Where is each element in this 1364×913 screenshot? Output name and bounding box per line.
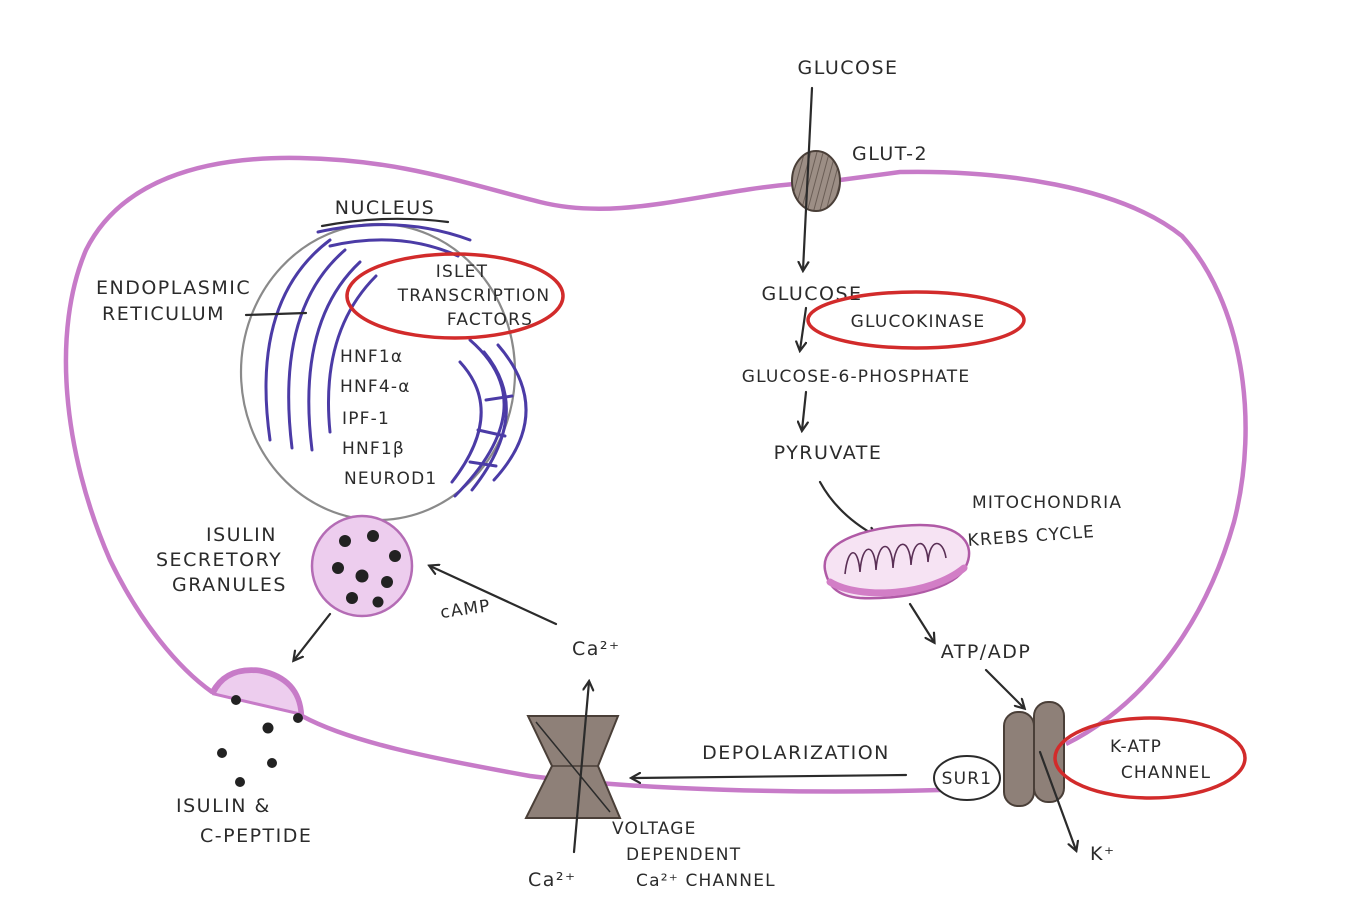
depolarization-label: DEPOLARIZATION xyxy=(702,742,890,764)
katp-highlight xyxy=(1055,718,1245,798)
granules-label-line3: GRANULES xyxy=(172,574,287,596)
katp-label-line2: CHANNEL xyxy=(1121,763,1211,783)
er-label-line1: ENDOPLASMIC xyxy=(96,277,251,299)
pyruvate-to-mito-arrow xyxy=(820,482,876,536)
voltage-dependent-calcium-channel xyxy=(526,716,620,818)
calcium-outside-label: Ca²⁺ xyxy=(528,869,577,891)
release-label-line2: C-PEPTIDE xyxy=(200,825,312,847)
glucose-to-g6p-arrow xyxy=(800,308,806,350)
er-label-line2: RETICULUM xyxy=(102,303,225,325)
released-granule-dot xyxy=(235,777,245,787)
er-membrane xyxy=(318,225,470,240)
release-label-line1: ISULIN & xyxy=(176,795,271,817)
atp-to-katp-arrow xyxy=(986,670,1024,708)
granule-dot xyxy=(389,550,401,562)
granule-dot xyxy=(356,570,369,583)
glut2-label: GLUT-2 xyxy=(852,143,928,165)
pyruvate-label: PYRUVATE xyxy=(774,442,883,464)
atp-adp-label: ATP/ADP xyxy=(941,641,1032,663)
released-granule-dot xyxy=(231,695,241,705)
granule-dot xyxy=(373,597,384,608)
er-membrane xyxy=(266,240,330,440)
er-pointer-line xyxy=(246,313,306,315)
released-granule-dot xyxy=(217,748,227,758)
granule-dot xyxy=(381,576,393,588)
exocytosis-vesicle xyxy=(214,671,300,714)
glucose-inside-label: GLUCOSE xyxy=(761,283,862,305)
granule-dot xyxy=(346,592,358,604)
vdcc-label-line1: VOLTAGE xyxy=(612,819,697,839)
camp-label: cAMP xyxy=(439,596,492,623)
tf-item: HNF1α xyxy=(340,347,403,367)
granule-dot xyxy=(332,562,344,574)
released-granule-dot xyxy=(263,723,274,734)
katp-subunit xyxy=(1034,702,1064,802)
glucose-outside-label: GLUCOSE xyxy=(797,57,898,79)
calcium-inside-label: Ca²⁺ xyxy=(572,638,621,660)
vdcc-label-line3: Ca²⁺ CHANNEL xyxy=(636,871,776,891)
released-granule-dot xyxy=(267,758,277,768)
tf-item: HNF1β xyxy=(342,439,405,459)
granules-label-line2: SECRETORY xyxy=(156,549,282,571)
sur1-label: SUR1 xyxy=(942,769,993,789)
mito-label-line2: KREBS CYCLE xyxy=(967,522,1096,551)
vdcc-label-line2: DEPENDENT xyxy=(626,845,741,865)
glucokinase-label: GLUCOKINASE xyxy=(851,312,986,332)
katp-label-line1: K-ATP xyxy=(1110,737,1162,757)
g6p-to-pyruvate-arrow xyxy=(802,392,806,430)
katp-subunit xyxy=(1004,712,1034,806)
g6p-label: GLUCOSE-6-PHOSPHATE xyxy=(742,367,971,387)
granules-label-line1: ISULIN xyxy=(206,524,277,546)
tf-item: NEUROD1 xyxy=(344,469,437,489)
nucleus-label: NUCLEUS xyxy=(335,197,435,219)
islet-tf-line3: FACTORS xyxy=(447,310,533,330)
islet-tf-line1: ISLET xyxy=(436,262,488,282)
granule-dot xyxy=(339,535,351,547)
mitochondrion xyxy=(825,525,969,598)
islet-tf-line2: TRANSCRIPTION xyxy=(397,286,551,306)
exocytosis-arrow xyxy=(294,614,330,660)
secretory-granule-vesicle xyxy=(312,516,412,616)
tf-item: IPF-1 xyxy=(342,409,390,429)
er-membrane xyxy=(289,250,345,448)
granule-dot xyxy=(367,530,379,542)
potassium-label: K⁺ xyxy=(1090,843,1116,865)
released-granule-dot xyxy=(293,713,303,723)
glut2-transporter xyxy=(792,151,840,211)
mito-to-atp-arrow xyxy=(910,604,934,642)
mito-label-line1: MITOCHONDRIA xyxy=(972,493,1122,513)
depolarization-arrow xyxy=(632,775,906,778)
tf-item: HNF4-α xyxy=(340,377,411,397)
